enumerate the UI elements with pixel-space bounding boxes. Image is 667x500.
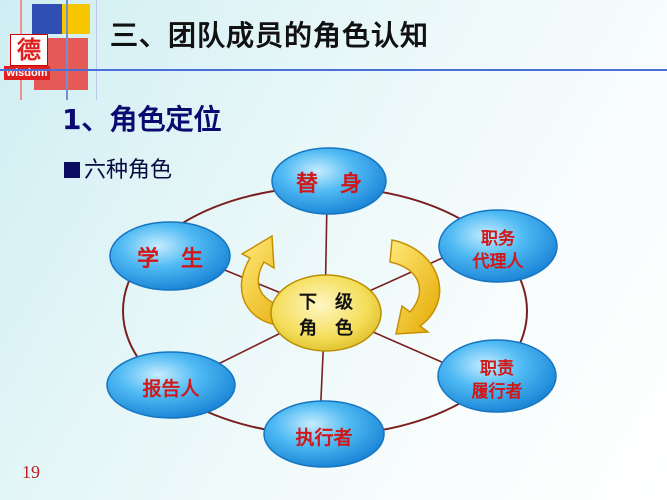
bullet-item: 六种角色	[64, 152, 172, 184]
header-vertical-line	[96, 0, 97, 100]
logo-stripe-2	[66, 0, 68, 100]
section-heading: 1、角色定位	[62, 103, 222, 136]
node-bottom	[263, 400, 385, 468]
left-curved-arrow-icon	[240, 234, 301, 327]
node-left-upper	[109, 221, 231, 291]
center-node	[270, 274, 382, 352]
right-curved-arrow-icon	[389, 239, 441, 335]
header-underline	[0, 69, 667, 71]
logo-character: 德	[10, 34, 48, 66]
bullet-square-icon	[64, 162, 80, 178]
node-right-lower	[437, 339, 557, 413]
logo-blue-square	[32, 4, 62, 34]
node-left-lower	[106, 351, 236, 419]
page-title: 三、团队成员的角色认知	[110, 19, 430, 52]
page-number: 19	[22, 462, 40, 482]
node-top	[271, 147, 387, 215]
node-right-upper	[438, 209, 558, 283]
bullet-text: 六种角色	[84, 158, 173, 183]
